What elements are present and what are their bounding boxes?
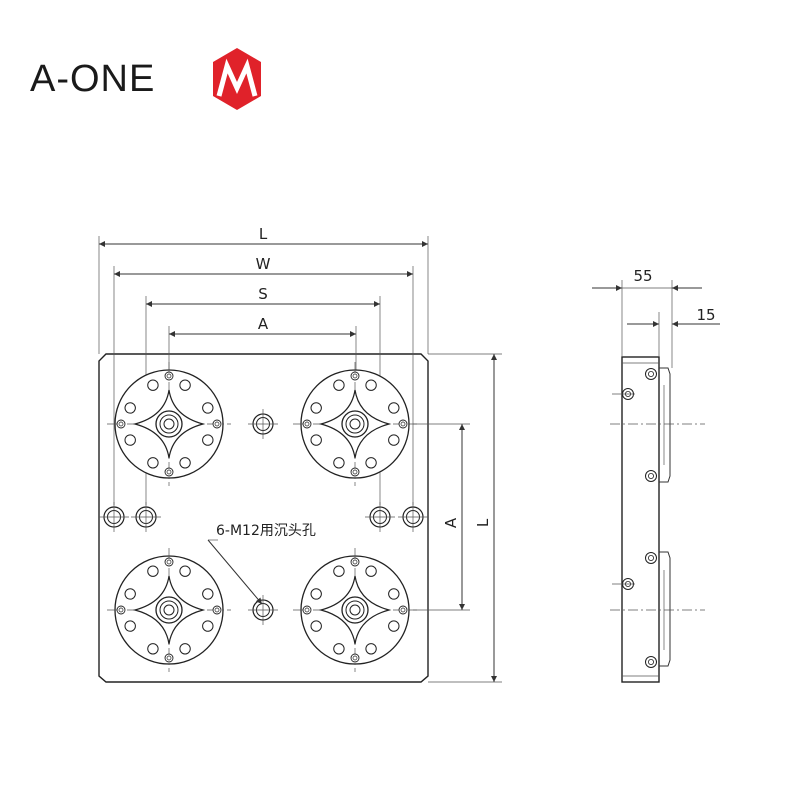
dim-label-15: 15 bbox=[696, 306, 715, 324]
dim-label-L-top: L bbox=[259, 225, 268, 243]
side-hole bbox=[645, 656, 657, 668]
side-view: 55 15 bbox=[592, 267, 720, 683]
brand-name: A-ONE bbox=[30, 58, 156, 100]
dim-label-W: W bbox=[256, 255, 271, 273]
dim-label-A-top: A bbox=[258, 315, 269, 333]
countersink-hole bbox=[248, 409, 278, 439]
logo-mark-icon bbox=[213, 48, 261, 110]
side-hole bbox=[645, 470, 657, 482]
dim-label-L-side: L bbox=[474, 518, 492, 527]
zero-point-chuck bbox=[293, 548, 417, 672]
countersink-hole bbox=[398, 502, 428, 532]
countersink-hole bbox=[365, 502, 395, 532]
countersink-hole bbox=[248, 595, 278, 625]
dim-label-55: 55 bbox=[633, 267, 652, 285]
countersink-callout: 6-M12用沉头孔 bbox=[216, 523, 316, 539]
countersink-hole bbox=[99, 502, 129, 532]
side-hole bbox=[645, 552, 657, 564]
zero-point-chuck bbox=[107, 548, 231, 672]
dim-label-S: S bbox=[258, 285, 268, 303]
zero-point-chuck bbox=[293, 362, 417, 486]
dim-label-A-side: A bbox=[442, 517, 460, 528]
side-hole bbox=[645, 368, 657, 380]
countersink-hole bbox=[131, 502, 161, 532]
front-view: L W S A A L 6-M12用沉头孔 bbox=[98, 225, 502, 683]
zero-point-chuck bbox=[107, 362, 231, 486]
